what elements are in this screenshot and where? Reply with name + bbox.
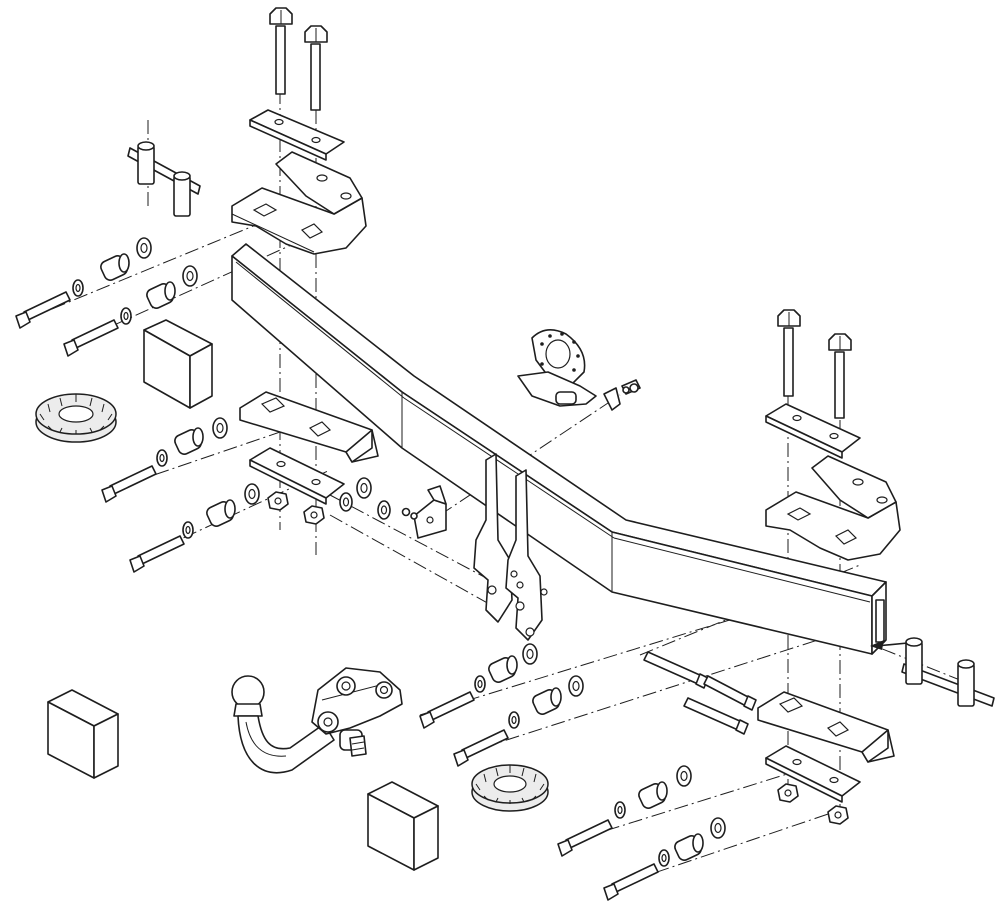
washer-2 (182, 265, 198, 287)
bolt-h-4 (129, 535, 185, 573)
bolt-h-1 (15, 291, 71, 329)
spacer-tube-left (127, 141, 201, 217)
bolt-h-8 (603, 863, 659, 901)
bush-5 (488, 655, 518, 683)
washer-14 (474, 675, 486, 693)
bush-3 (174, 427, 204, 455)
bush-8 (674, 833, 704, 861)
bolt-vertical-1 (269, 7, 293, 95)
spacer-tube-right (901, 637, 995, 707)
left-backing-plate-bottom (249, 447, 345, 505)
crossbar (231, 243, 919, 655)
washers (72, 237, 726, 867)
washer-19 (658, 849, 670, 867)
bolt-vertical-3 (777, 309, 801, 397)
bush-2 (146, 281, 176, 309)
washer-6 (156, 449, 168, 467)
washer-3 (72, 279, 84, 297)
washer-8 (182, 521, 194, 539)
bolt-h-5 (419, 691, 475, 729)
left-lower-bracket (239, 391, 379, 463)
insert-arrowhead (870, 640, 884, 650)
bush-1 (100, 253, 130, 281)
washer-12 (522, 643, 538, 665)
washer-17 (614, 801, 626, 819)
spring-washer-right (471, 764, 549, 812)
left-backing-plate-top (249, 109, 345, 161)
washer-9 (356, 477, 372, 499)
washer-13 (568, 675, 584, 697)
washer-18 (710, 817, 726, 839)
packing-block-3 (367, 781, 439, 871)
bolt-vertical-2 (304, 25, 328, 111)
spring-washer-left (35, 393, 117, 443)
bolt-h-11 (703, 675, 757, 711)
washer-10 (339, 492, 353, 512)
bush-6 (532, 687, 562, 715)
bolt-h-2 (63, 319, 119, 357)
washer-15 (508, 711, 520, 729)
vertical-bolts (269, 7, 852, 419)
nuts (267, 491, 849, 825)
nut-4 (827, 805, 849, 825)
bolt-h-3 (101, 465, 157, 503)
washer-1 (136, 237, 152, 259)
right-lower-bracket (757, 691, 895, 763)
left-upper-bracket (231, 151, 367, 255)
horizontal-bolts (15, 291, 757, 901)
small-angle-bracket (401, 485, 447, 539)
bolt-vertical-4 (828, 333, 852, 419)
center-hanger-plates (473, 453, 548, 641)
nut-3 (777, 783, 799, 803)
packing-block-2 (47, 689, 119, 779)
packing-block-1 (143, 319, 213, 409)
spacer-bushes (100, 253, 704, 861)
washer-4 (120, 307, 132, 325)
bush-7 (638, 781, 668, 809)
tow-ball-neck (231, 667, 403, 774)
electrics-socket-bracket (517, 329, 641, 411)
right-backing-plate-bottom (765, 745, 861, 803)
nut-2 (303, 505, 325, 525)
bolt-h-9 (643, 651, 709, 689)
washer-7 (244, 483, 260, 505)
bolt-h-7 (557, 819, 613, 857)
bolt-h-6 (453, 729, 509, 767)
nut-1 (267, 491, 289, 511)
bolt-h-10 (683, 697, 749, 735)
right-backing-plate-top (765, 403, 861, 459)
washer-5 (212, 417, 228, 439)
washer-11 (377, 500, 391, 520)
right-upper-bracket (765, 455, 901, 561)
washer-16 (676, 765, 692, 787)
bush-4 (206, 499, 236, 527)
